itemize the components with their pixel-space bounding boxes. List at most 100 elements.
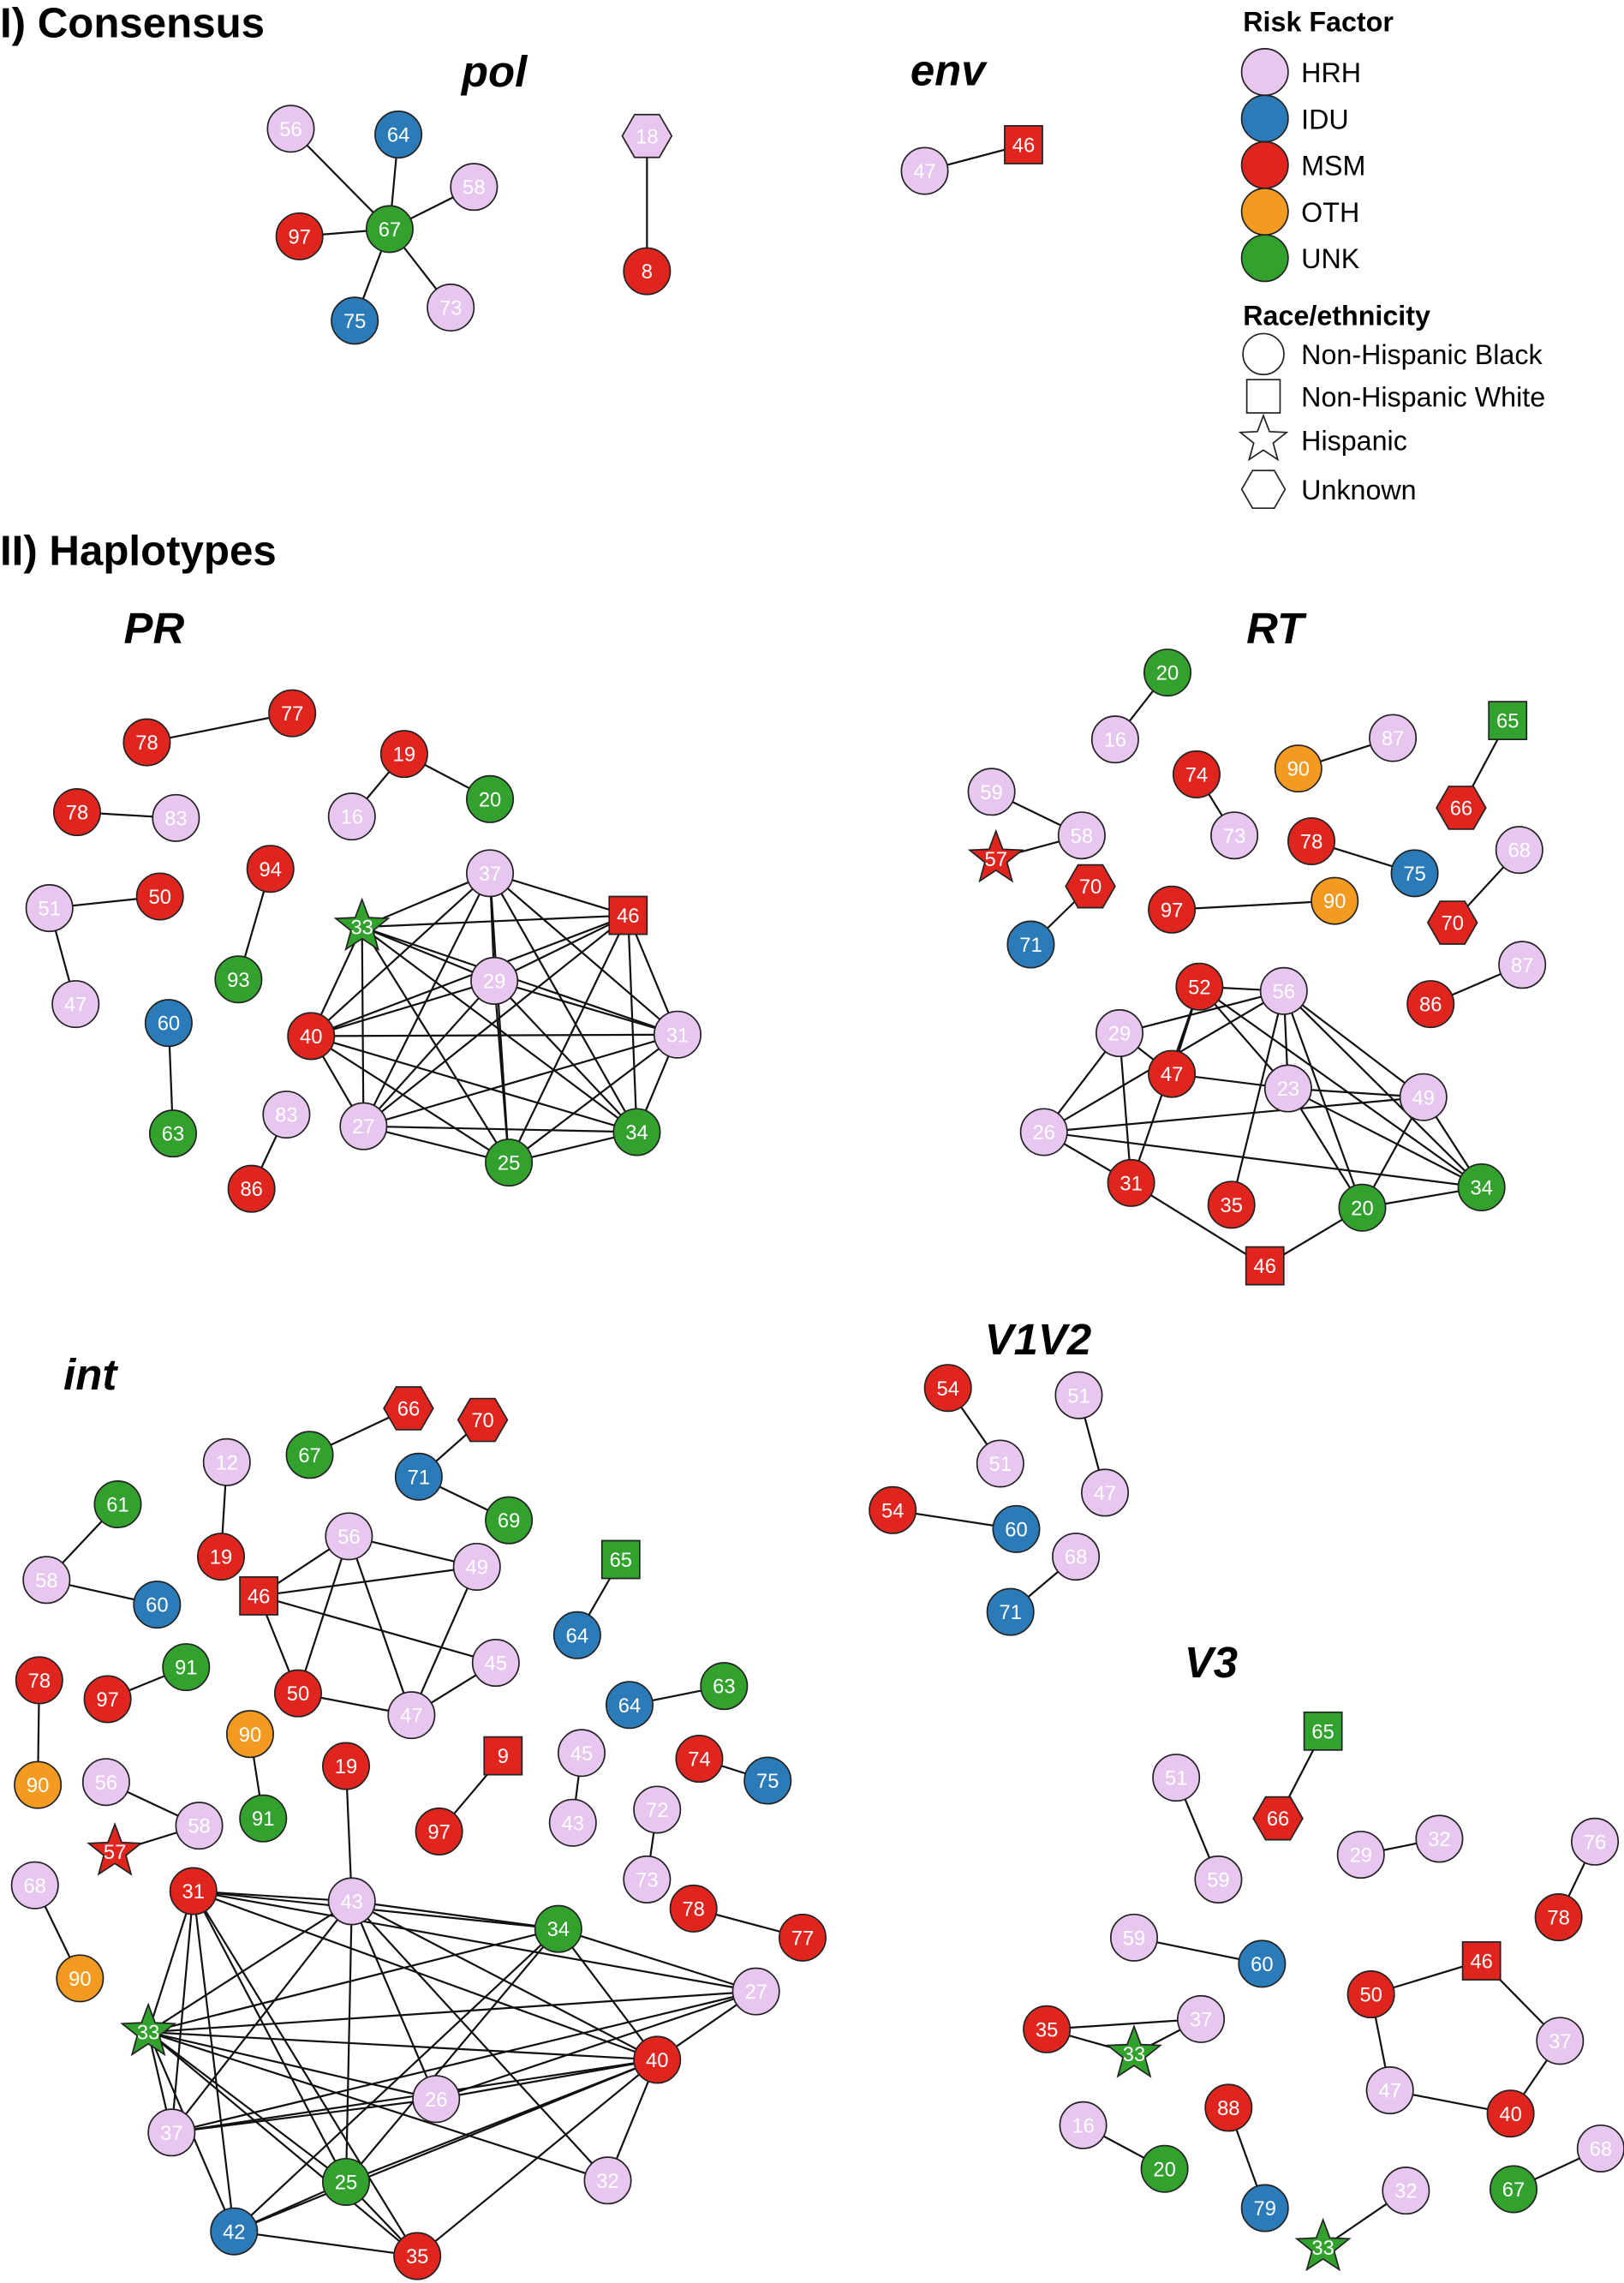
edge-rt [1043,1131,1482,1189]
node-shape [1207,1180,1256,1229]
node-label: 54 [936,1378,958,1401]
node-rt-75: 75 [1390,849,1439,898]
node-v3-32: 32 [1382,2166,1430,2215]
node-shape [731,1967,780,2016]
edge-int [558,1927,756,1993]
node-label: 74 [688,1748,710,1772]
haplotypes-heading: II) Haplotypes [0,527,277,574]
edge-int [416,2059,658,2257]
node-label: 65 [1496,710,1519,733]
edge-rt [1230,990,1285,1205]
node-pr-25: 25 [485,1139,534,1187]
node-label: 37 [160,2122,182,2145]
node-v3-16: 16 [1059,2101,1108,2149]
node-pr-33: 33 [333,897,391,952]
edge-pr [310,979,495,1037]
node-shape [1382,2166,1430,2215]
edge-int [147,2031,347,2183]
node-rt-58: 58 [1057,811,1106,860]
node-label: 58 [463,176,485,200]
node-label: 49 [466,1557,488,1580]
node-int-90: 90 [14,1760,63,1809]
node-label: 51 [1067,1384,1090,1407]
edge-pr [146,712,293,744]
node-int-57: 57 [87,1822,144,1876]
node-label: 25 [335,2172,357,2195]
node-shape [466,774,515,823]
node-shape [1210,811,1259,860]
node-label: 72 [646,1799,668,1822]
node-shape [379,730,428,779]
node-label: 34 [1470,1177,1492,1200]
node-int-63: 63 [700,1662,749,1711]
edge-rt [1043,1096,1424,1133]
race-legend-label: Hispanic [1301,425,1407,456]
node-shape [383,1386,434,1431]
node-shape [52,788,101,837]
node-shape [1346,1970,1395,2019]
node-label: 43 [341,1891,363,1914]
node-label: 34 [547,1918,570,1941]
risk-legend-label: MSM [1301,151,1365,182]
node-int-97: 97 [415,1807,463,1856]
node-pr-29: 29 [470,956,519,1005]
node-int-68: 68 [10,1861,59,1909]
edge-int [193,1890,658,2061]
node-label: 97 [427,1820,450,1844]
node-pr-37: 37 [466,849,515,898]
node-label: 78 [28,1670,51,1693]
node-v3-33: 33 [1106,2023,1162,2078]
edge-int [258,1594,497,1664]
node-pr-77: 77 [268,689,317,738]
node-int-43: 43 [327,1877,376,1926]
node-int-31: 31 [169,1867,218,1915]
node-shape [93,1479,142,1529]
node-shape [387,1691,436,1740]
node-shape [675,1735,724,1784]
edge-pr [363,1033,678,1127]
node-rt-49: 49 [1399,1073,1448,1121]
node-label: 67 [379,218,401,242]
node-int-12: 12 [202,1437,251,1486]
node-label: 47 [913,160,935,183]
node-label: 26 [425,2089,447,2112]
edge-int [193,1890,756,1993]
node-int-91: 91 [162,1643,211,1692]
node-pr-16: 16 [327,792,376,841]
race-legend-item: Hispanic [1238,413,1407,462]
risk-legend-label: OTH [1301,197,1359,228]
edge-int [351,1900,558,1930]
node-label: 20 [1351,1197,1373,1220]
node-v3-88: 88 [1204,2083,1253,2132]
node-shape [148,1109,197,1158]
node-shape [1489,2165,1538,2214]
node-rt-74: 74 [1172,750,1221,798]
edge-pr [362,914,629,1127]
panel-title-rt: RT [1246,604,1307,653]
node-label: 91 [175,1657,197,1680]
circle-icon [1242,332,1285,376]
edge-pr [489,872,629,917]
node-label: 46 [1012,134,1035,157]
node-label: 18 [636,125,658,148]
node-label: 19 [210,1546,232,1569]
node-label: 47 [1094,1482,1116,1505]
node-label: 83 [275,1104,297,1127]
node-shape [1495,826,1543,875]
node-v1v2-51: 51 [1054,1371,1103,1419]
node-shape [333,897,391,952]
node-label: 66 [1267,1808,1289,1831]
node-shape [1461,1941,1502,1981]
node-label: 61 [106,1494,128,1517]
node-shape [225,1710,274,1759]
node-label: 19 [393,744,415,767]
node-label: 70 [1079,876,1102,899]
node-label: 90 [239,1724,261,1747]
node-label: 56 [1273,980,1295,1003]
node-shape [202,1437,251,1486]
node-shape [169,1867,218,1915]
node-shape [923,1364,972,1413]
node-label: 68 [1590,2138,1612,2161]
node-pr-50: 50 [135,872,184,921]
node-label: 43 [562,1812,584,1835]
